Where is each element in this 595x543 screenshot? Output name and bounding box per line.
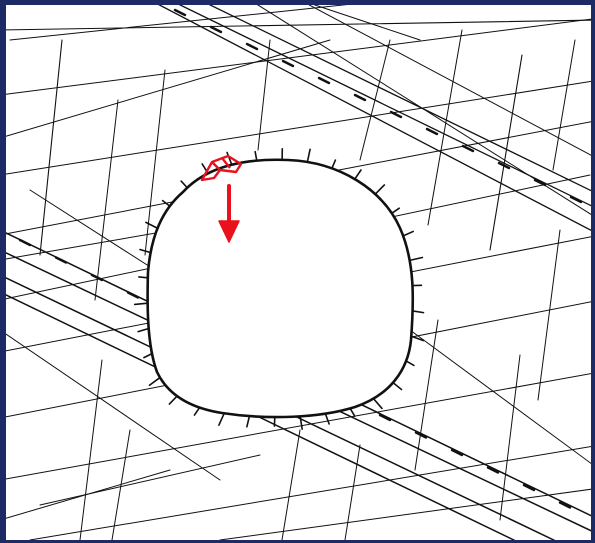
- rock-bolt-tick: [181, 181, 187, 188]
- joint-line: [538, 230, 560, 400]
- rock-bolt-tick: [255, 152, 257, 161]
- rock-bolt-tick: [194, 408, 199, 415]
- tunnel-opening: [148, 160, 413, 417]
- shear-zone-tick: [20, 240, 30, 245]
- rock-bolt-tick: [149, 378, 160, 386]
- shear-zone-tick: [283, 61, 293, 66]
- rock-bolt-tick: [375, 185, 384, 194]
- shear-zone-tick: [355, 95, 365, 100]
- joint-line: [40, 455, 260, 505]
- rock-bolt-tick: [403, 231, 413, 235]
- rock-bolt-tick: [406, 361, 414, 365]
- rock-bolt-tick: [307, 149, 310, 162]
- rock-bolt-tick: [135, 303, 148, 304]
- joint-line: [490, 55, 522, 250]
- shear-zone-tick: [319, 78, 329, 83]
- rock-bolt-tick: [325, 414, 329, 424]
- rock-bolt-tick: [219, 413, 224, 425]
- rock-bolt-tick: [393, 383, 402, 390]
- rock-bolt-tick: [392, 208, 399, 213]
- rock-bolt-tick: [247, 416, 250, 427]
- joint-line: [300, 0, 420, 40]
- rock-bolt-tick: [410, 257, 423, 260]
- joint-line: [282, 430, 300, 540]
- rock-bolt-tick: [138, 328, 149, 331]
- rock-bolt-tick: [144, 354, 152, 358]
- shear-zone-tick: [247, 44, 257, 49]
- joint-line: [40, 40, 62, 255]
- joint-line: [95, 100, 118, 300]
- rock-bolt-tick: [139, 277, 148, 278]
- rock-bolt-tick: [169, 396, 177, 404]
- rock-bolt-tick: [373, 399, 381, 409]
- joint-line: [30, 190, 155, 270]
- joint-line: [428, 30, 462, 225]
- rock-bolt-tick: [332, 160, 336, 168]
- shear-zone-tick: [128, 293, 138, 298]
- rock-bolt-tick: [413, 311, 424, 313]
- rock-bolt-tick: [355, 170, 361, 179]
- rock-bolt-tick: [350, 408, 355, 416]
- joint-line: [10, 0, 390, 40]
- rock-bolt-tick: [300, 416, 302, 429]
- joint-line: [410, 330, 595, 470]
- joint-line: [0, 20, 595, 30]
- joint-line: [553, 40, 575, 170]
- shear-zone-tick: [56, 258, 66, 263]
- shear-zone-tick: [211, 27, 221, 32]
